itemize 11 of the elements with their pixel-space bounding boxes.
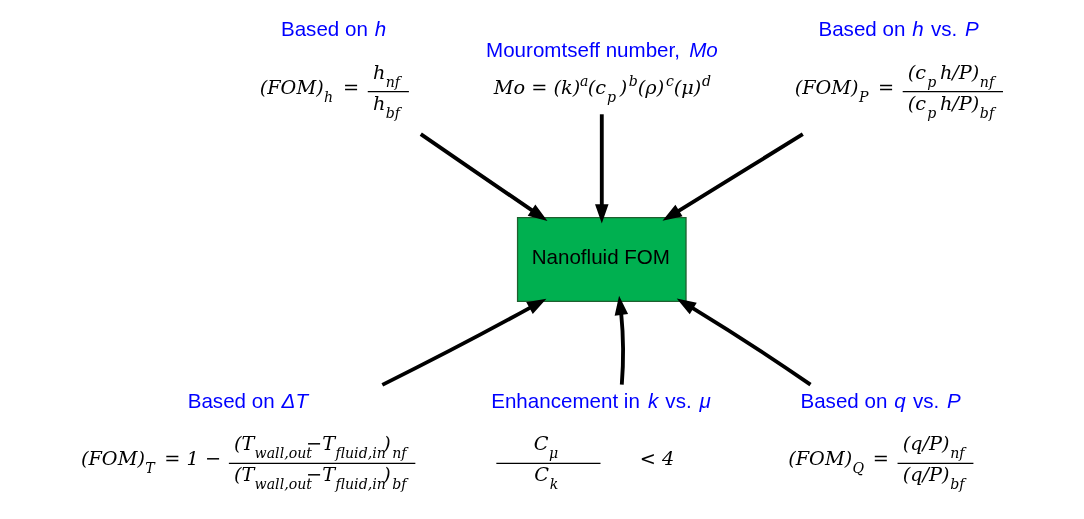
arrow — [419, 132, 548, 221]
arrow — [381, 298, 547, 387]
arrow — [662, 132, 804, 221]
arrow — [595, 114, 609, 224]
node-text: Enhancement in k vs. μ C$_{μ}$ C$_{k}$ < 4 — [491, 388, 711, 493]
node-box: Nanofluid FOM — [516, 217, 687, 302]
arrow — [676, 298, 812, 387]
node-text: Mouromtseff number, Mo Mo = (k)$^{a}$(c$_{p}$)$^{b}$(ρ)$^{c}$(μ)$^{d}$ — [486, 37, 718, 106]
node-text: Based on h vs. P (FOM)$_{P}$ = (c$_{p}$h/P)$_{nf}$ (c$_{p}$h/P)$_{bf}$ — [794, 17, 995, 121]
arrow — [614, 295, 629, 385]
node-text: Based on ΔT (FOM)$_{T}$ = 1 − (T$_{wall,out}$−T$_{fluid,in}$)$_{nf}$ (T$_{wall,out}$−T$_{fluid,in}$)$_{bf}$ — [81, 388, 407, 493]
